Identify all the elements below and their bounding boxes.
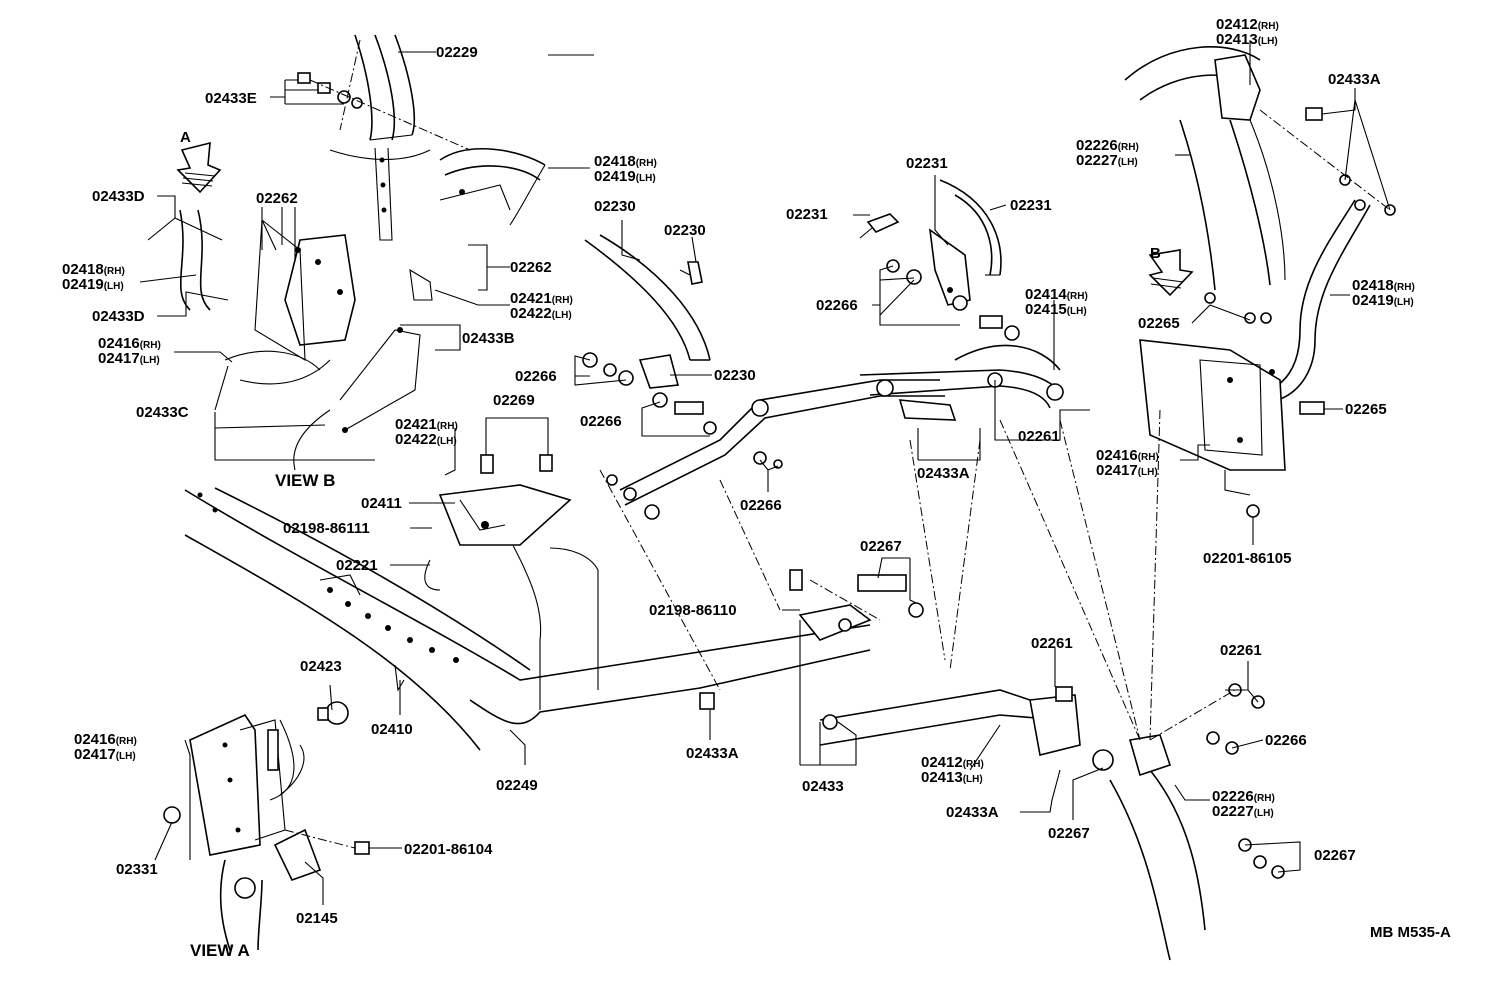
label-02419-lh-left: 02419(LH) (62, 276, 124, 293)
label-02433C: 02433C (136, 404, 189, 421)
label-02221: 02221 (336, 557, 378, 574)
label-02266-c: 02266 (580, 413, 622, 430)
label-02417-lh-left: 02417(LH) (98, 350, 160, 367)
label-02418-rh-top: 02418(RH) (594, 153, 657, 170)
label-02433A-c: 02433A (686, 745, 739, 762)
label-02419-lh-right: 02419(LH) (1352, 292, 1414, 309)
drawing-code: MB M535-A (1370, 924, 1451, 941)
right-hinge-plate (1139, 292, 1325, 518)
label-02227-lh-bottom: 02227(LH) (1212, 803, 1274, 820)
label-02413-lh-top: 02413(LH) (1216, 31, 1278, 48)
label-02227-lh-top: 02227(LH) (1076, 152, 1138, 169)
quarter-window-frame (439, 148, 546, 226)
label-02422-lh-a: 02422(LH) (510, 305, 572, 322)
label-02230-c: 02230 (714, 367, 756, 384)
label-02433E: 02433E (205, 90, 257, 107)
label-02266-a: 02266 (816, 297, 858, 314)
label-02267-c: 02267 (1314, 847, 1356, 864)
label-02266-d: 02266 (740, 497, 782, 514)
label-view-b-arrow: B (1150, 245, 1161, 262)
label-02231-a: 02231 (906, 155, 948, 172)
label-02269: 02269 (493, 392, 535, 409)
label-02414-rh: 02414(RH) (1025, 286, 1088, 303)
label-02423: 02423 (300, 658, 342, 675)
label-02267-b: 02267 (1048, 825, 1090, 842)
label-02198-86111: 02198-86111 (283, 520, 370, 537)
label-02265-b: 02265 (1345, 401, 1387, 418)
hinge-02411 (410, 454, 572, 591)
left-hinge-bracket (179, 209, 433, 471)
label-02262-b: 02262 (510, 259, 552, 276)
washer-stack-02266 (582, 352, 783, 520)
label-02416-rh-view-a: 02416(RH) (74, 731, 137, 748)
label-02249: 02249 (496, 777, 538, 794)
roof-side-rail (184, 487, 871, 751)
rear-quarter-lower-right (1092, 683, 1285, 961)
label-02198-86110: 02198-86110 (649, 602, 737, 619)
label-02261-a: 02261 (1018, 428, 1060, 445)
center-linkage (619, 344, 1064, 506)
label-02331: 02331 (116, 861, 158, 878)
lower-linkage-02412 (699, 569, 1081, 756)
label-02265-a: 02265 (1138, 315, 1180, 332)
label-02417-lh-view-a: 02417(LH) (74, 746, 136, 763)
label-02266-e: 02266 (1265, 732, 1307, 749)
label-02230-b: 02230 (664, 222, 706, 239)
label-02433D-b: 02433D (92, 308, 145, 325)
leader-lines (139, 40, 1391, 905)
label-02266-b: 02266 (515, 368, 557, 385)
label-view-b: VIEW B (275, 471, 335, 490)
label-02410: 02410 (371, 721, 413, 738)
label-02412-rh-top: 02412(RH) (1216, 16, 1279, 33)
label-02419-lh-top: 02419(LH) (594, 168, 656, 185)
label-02201-86104: 02201-86104 (404, 841, 493, 858)
front-pillar-trim (329, 34, 431, 241)
label-02418-rh-right: 02418(RH) (1352, 277, 1415, 294)
label-02411: 02411 (361, 495, 402, 512)
center-header-rail (584, 234, 711, 389)
label-02421-rh-b: 02421(RH) (395, 416, 458, 433)
pillar-02231 (859, 179, 1020, 341)
label-02230-a: 02230 (594, 198, 636, 215)
label-02418-rh-left: 02418(RH) (62, 261, 125, 278)
label-02262-a: 02262 (256, 190, 298, 207)
label-02433A-top: 02433A (1328, 71, 1381, 88)
label-02433B: 02433B (462, 330, 515, 347)
label-02413-lh-bottom: 02413(LH) (921, 769, 983, 786)
label-02261-b: 02261 (1031, 635, 1073, 652)
label-view-a: VIEW A (190, 941, 250, 960)
label-02145: 02145 (296, 910, 338, 927)
label-02261-c: 02261 (1220, 642, 1262, 659)
part-labels: 02229 02433E A 02418(RH) 02419(LH) 02433… (62, 16, 1451, 960)
label-02416-rh-right: 02416(RH) (1096, 447, 1159, 464)
label-02412-rh-bottom: 02412(RH) (921, 754, 984, 771)
label-02201-86105: 02201-86105 (1203, 550, 1291, 567)
label-02231-c: 02231 (1010, 197, 1052, 214)
label-02433D-a: 02433D (92, 188, 145, 205)
label-02229: 02229 (436, 44, 478, 61)
phantom-lines (339, 39, 1161, 741)
label-02226-rh-bottom: 02226(RH) (1212, 788, 1275, 805)
bolt-set-02433E (297, 72, 471, 151)
arrow-a-icon (176, 141, 222, 194)
label-02231-b: 02231 (786, 206, 828, 223)
label-02226-rh-top: 02226(RH) (1076, 137, 1139, 154)
label-view-a-arrow: A (180, 129, 191, 146)
label-02433: 02433 (802, 778, 844, 795)
rear-bow-right (1124, 46, 1396, 401)
label-02267-a: 02267 (860, 538, 902, 555)
view-a-detail (163, 701, 370, 951)
label-02433A-b: 02433A (946, 804, 999, 821)
label-02433A-a: 02433A (917, 465, 970, 482)
arrow-b-icon (1148, 249, 1194, 297)
label-02417-lh-right: 02417(LH) (1096, 462, 1158, 479)
label-02421-rh-a: 02421(RH) (510, 290, 573, 307)
label-02422-lh-b: 02422(LH) (395, 431, 457, 448)
label-02416-rh-left: 02416(RH) (98, 335, 161, 352)
label-02415-lh: 02415(LH) (1025, 301, 1087, 318)
